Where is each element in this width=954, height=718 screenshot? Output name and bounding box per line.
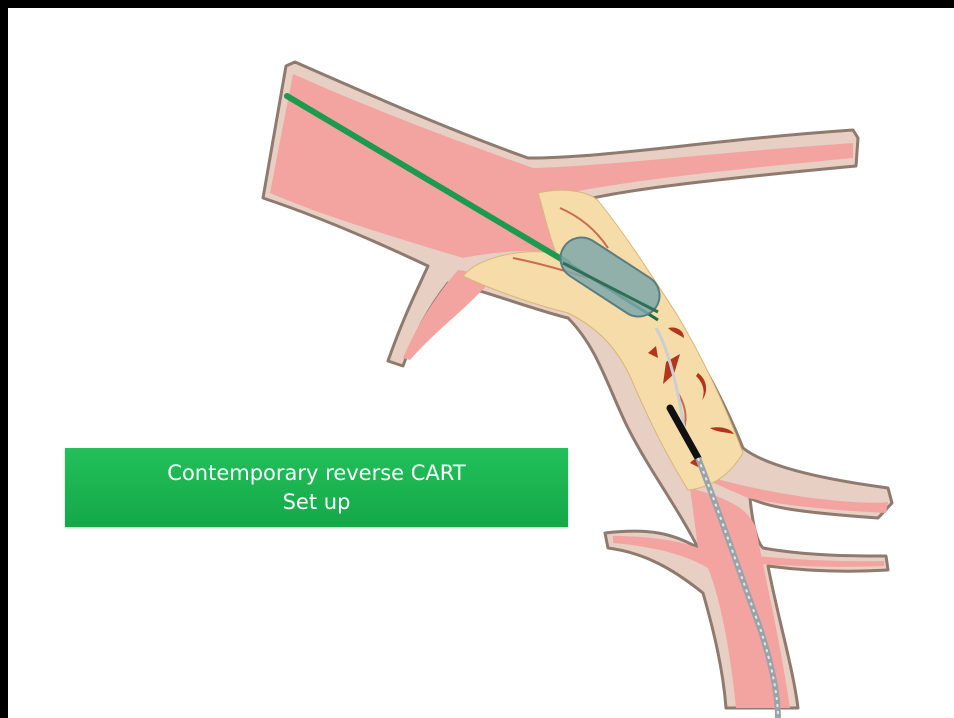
- slide-canvas: Contemporary reverse CART Set up: [8, 8, 954, 718]
- coronary-artery-illustration: [8, 8, 954, 718]
- slide-title-line-1: Contemporary reverse CART: [167, 459, 465, 488]
- slide-title-banner: Contemporary reverse CART Set up: [65, 448, 568, 527]
- slide-title-line-2: Set up: [283, 488, 351, 517]
